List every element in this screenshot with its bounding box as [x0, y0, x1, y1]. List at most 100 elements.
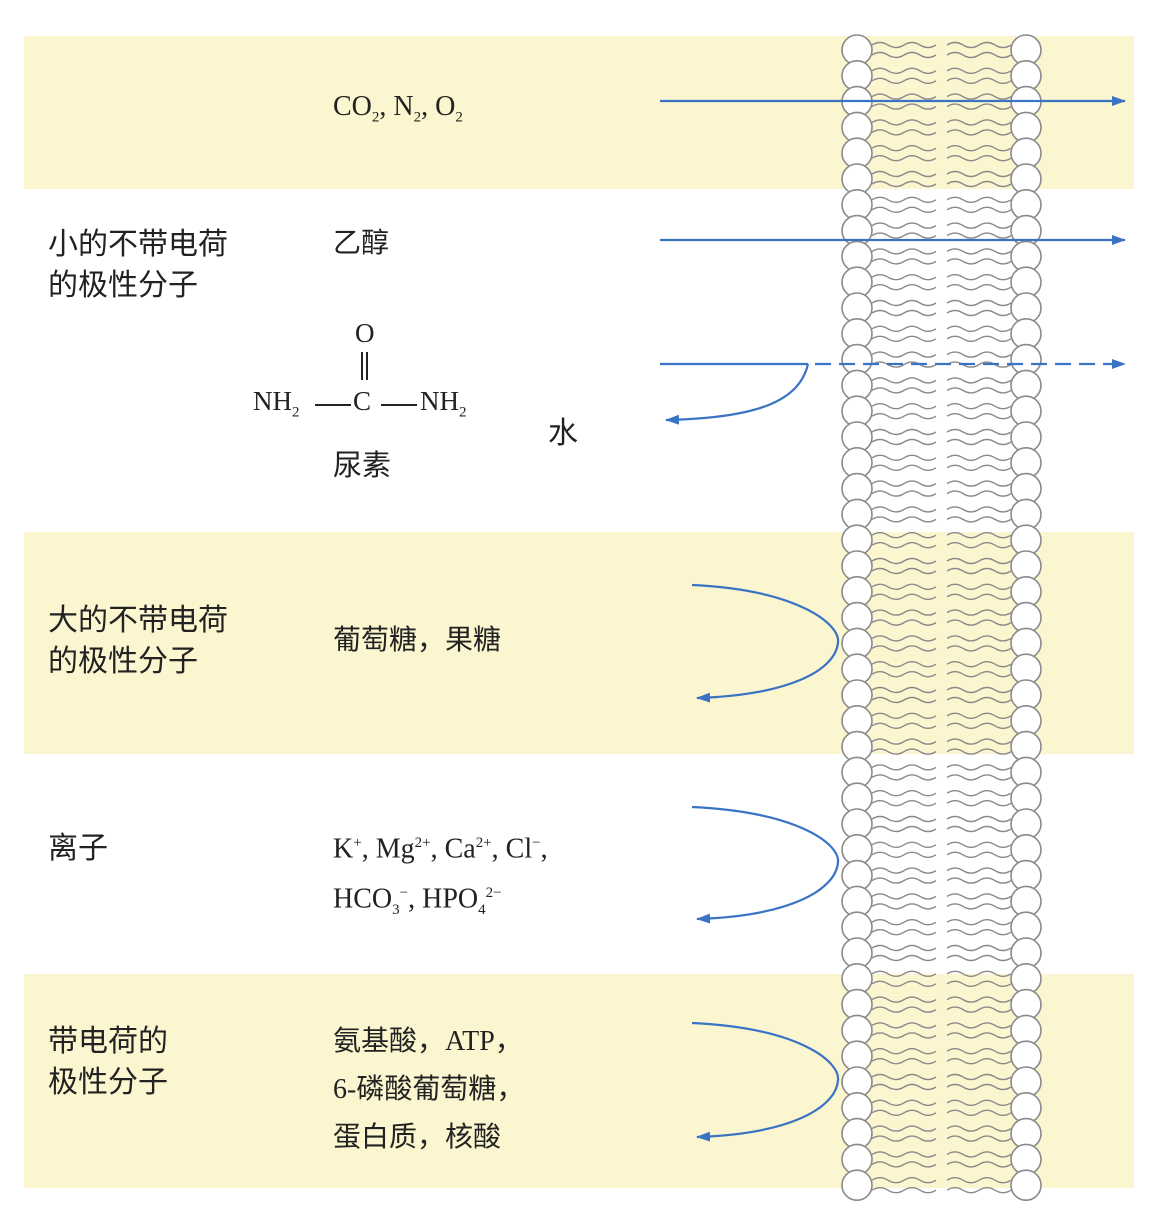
lipid-tail	[871, 1151, 937, 1158]
lipid-tail	[871, 696, 937, 704]
lipid-head	[841, 1169, 873, 1201]
molecule-text: , HPO	[408, 883, 479, 915]
lipid-tail	[946, 748, 1012, 755]
lipid-tail	[871, 609, 937, 616]
molecule-line: HCO3−, HPO42−	[333, 871, 548, 932]
lipid-tail	[871, 671, 937, 678]
molecule-text: , N	[379, 91, 414, 122]
lipid-tail	[871, 841, 937, 848]
lipid-tail	[871, 1083, 937, 1091]
lipid-tail	[946, 1109, 1012, 1116]
molecule-line: K+, Mg2+, Ca2+, Cl−,	[333, 821, 548, 871]
lipid-tail	[946, 696, 1012, 704]
molecule-line: CO2, N2, O2	[333, 84, 463, 141]
lipid-tail	[946, 903, 1012, 910]
lipid-tail	[946, 77, 1012, 84]
molecule-text: 3	[392, 902, 400, 919]
lipid-tail	[946, 583, 1012, 590]
lipid-tail	[946, 619, 1012, 626]
molecule-text: , Mg	[361, 833, 415, 865]
lipid-tail	[871, 180, 937, 188]
lipid-tail	[946, 1048, 1012, 1055]
lipid-tail	[871, 222, 937, 229]
category-small-uncharged-polar: 小的不带电荷 的极性分子	[48, 224, 228, 306]
molecule-text: 2	[455, 109, 463, 126]
lipid-tail	[946, 954, 1012, 962]
lipid-tail	[946, 1006, 1012, 1013]
lipid-tail	[946, 970, 1012, 977]
lipid-tail	[946, 609, 1012, 616]
lipid-tail	[946, 129, 1012, 136]
molecule-text: 葡萄糖，果糖	[333, 625, 502, 656]
molecules-ethanol: 乙醇	[333, 221, 389, 267]
lipid-tail	[871, 335, 937, 342]
lipid-tail	[871, 954, 937, 962]
molecule-text: 2−	[485, 885, 502, 902]
lipid-tail	[946, 196, 1012, 203]
category-ions: 离子	[48, 828, 108, 869]
lipid-tail	[946, 661, 1012, 668]
lipid-tail	[946, 490, 1012, 497]
lipid-tail	[946, 413, 1012, 420]
lipid-tail	[871, 274, 937, 281]
lipid-tail	[946, 1032, 1012, 1039]
molecules-sugars: 葡萄糖，果糖	[333, 618, 501, 664]
lipid-tail	[871, 790, 937, 797]
permeability-arrows	[660, 96, 1126, 1142]
molecule-text: 2	[371, 109, 380, 126]
lipid-tail	[946, 119, 1012, 126]
lipid-tail	[946, 403, 1012, 410]
lipid-tail	[871, 351, 937, 358]
lipid-tail	[871, 516, 937, 523]
lipid-tail	[946, 867, 1012, 874]
lipid-tail	[946, 351, 1012, 358]
lipid-tail	[946, 645, 1012, 652]
lipid-tail	[946, 232, 1012, 239]
lipid-tail	[871, 490, 937, 497]
lipid-tail	[871, 299, 937, 307]
lipid-tail	[946, 557, 1012, 565]
lipid-tail	[871, 944, 937, 952]
lipid-tail	[871, 764, 937, 771]
lipid-tail	[871, 361, 937, 368]
lipid-tail	[871, 196, 937, 203]
molecule-text: CO	[333, 91, 372, 122]
molecule-text: ,	[540, 833, 548, 865]
molecule-text: 2+	[414, 835, 431, 851]
urea-left-bond	[315, 404, 351, 406]
lipid-tail	[871, 480, 937, 487]
lipid-tail	[871, 645, 937, 652]
lipid-tail	[871, 893, 937, 900]
lipid-tail	[871, 1032, 937, 1039]
arrow-charged-blocked	[691, 1021, 840, 1142]
category-charged-polar: 带电荷的 极性分子	[48, 1021, 168, 1103]
lipid-tail	[871, 77, 937, 84]
molecule-text: 氨基酸，ATP，	[333, 1026, 523, 1057]
lipid-tail	[946, 309, 1012, 317]
lipid-tail	[946, 929, 1012, 936]
lipid-tail	[871, 1109, 937, 1116]
lipid-tail	[871, 155, 937, 162]
lipid-tail	[871, 506, 937, 513]
lipid-tail	[946, 877, 1012, 884]
lipid-tail	[871, 1006, 937, 1013]
lipid-tail	[946, 387, 1012, 394]
lipid-tail	[871, 464, 937, 471]
lipid-tail	[871, 686, 937, 694]
lipid-tail	[871, 635, 937, 642]
lipid-tail	[946, 593, 1012, 600]
urea-left-group: NH2	[253, 386, 300, 421]
lipid-tail	[946, 1099, 1012, 1106]
lipid-tail	[871, 1187, 937, 1194]
lipid-tail	[871, 1073, 937, 1081]
category-line: 的极性分子	[48, 644, 198, 679]
lipid-tail	[946, 454, 1012, 461]
lipid-tail	[871, 403, 937, 410]
lipid-tail	[946, 284, 1012, 291]
row-band-ions	[24, 754, 1134, 974]
lipid-tail	[871, 129, 937, 136]
lipid-tail	[871, 800, 937, 807]
lipid-tail	[946, 438, 1012, 446]
arrow-sugars-blocked	[691, 583, 840, 703]
lipid-tail	[946, 325, 1012, 332]
